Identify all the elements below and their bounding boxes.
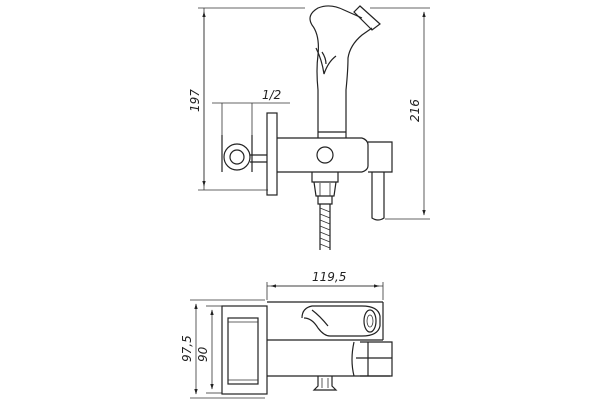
dimension-216: 216 [370,7,430,220]
dim-label-thread: 1/2 [262,88,281,102]
valve-body [277,137,393,173]
lever-handle [371,172,385,221]
dim-label-90: 90 [196,346,210,362]
hose [319,204,331,250]
dim-label-97-5: 97,5 [180,335,194,362]
top-view: 119,5 97,5 90 [180,270,393,399]
dimension-197: 197 [188,7,305,191]
top-hose-nut [312,376,338,391]
top-flange [221,305,268,395]
hose-nut [311,172,339,205]
top-lever [351,341,393,377]
top-shower-head [301,305,381,337]
wall-flange [266,112,278,196]
dimension-90: 90 [196,305,222,394]
dim-label-197: 197 [188,89,202,112]
thread-callout: 1/2 [212,88,290,150]
front-view: 197 216 1/2 [188,5,430,250]
dim-label-216: 216 [408,99,422,122]
top-body [267,301,390,377]
hygienic-shower-head [309,5,381,138]
dimension-97-5: 97,5 [180,299,265,399]
wall-connector [221,135,267,172]
dimension-119-5: 119,5 [266,270,384,300]
dim-label-119-5: 119,5 [312,270,346,284]
